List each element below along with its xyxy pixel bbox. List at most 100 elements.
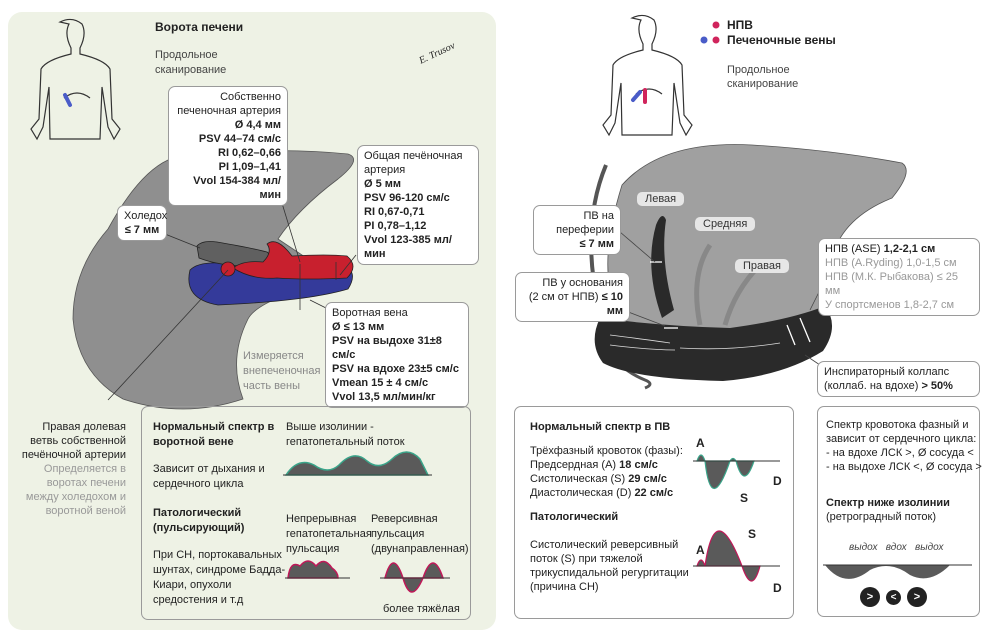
label: Общая печёночная xyxy=(364,150,463,162)
hepatic-vein-left xyxy=(651,216,674,318)
heading: Нормальный спектр в ПВ xyxy=(530,421,671,433)
value: Vvol 154-384 мл/мин xyxy=(193,175,281,201)
label: гепатопетальный поток xyxy=(286,436,405,448)
value: ≤ 10 мм xyxy=(601,291,623,317)
note-line: Измеряется xyxy=(243,350,304,362)
label: ПВ на переферии xyxy=(556,210,614,236)
measured-note: Измеряется внепеченочная часть вены xyxy=(243,349,320,394)
value: 1,2-2,1 см xyxy=(883,243,936,255)
reverse-pulsation-text: Реверсивная пульсация (двунаправленная) xyxy=(371,512,469,557)
heading: Нормальный спектр в xyxy=(153,421,275,433)
heading: Патологический xyxy=(530,511,619,523)
phase-value: 22 см/с xyxy=(634,487,674,499)
desc: Зависит от дыхания и xyxy=(153,463,265,475)
note-line: внепеченочная xyxy=(243,365,321,377)
continuous-pulsation-text: Непрерывная гепатопетальная пульсация xyxy=(286,512,372,557)
heading: воротной вене xyxy=(153,436,234,448)
desc: трикуспидальной регургитации xyxy=(530,567,689,579)
phase-label: Систолическая (S) xyxy=(530,473,626,485)
label: пульсация xyxy=(286,543,340,555)
legend-hepatic-veins: Печеночные вены xyxy=(727,33,836,47)
value: Ø ≤ 13 мм xyxy=(332,321,385,333)
hv-spectrum-box xyxy=(514,406,794,619)
value: PSV 44–74 см/с xyxy=(198,133,281,145)
normal-portal-waveform xyxy=(283,451,432,476)
phase: вдох xyxy=(885,542,907,553)
label: печёночной артерии xyxy=(21,449,126,461)
value: Vvol 13,5 мл/мин/кг xyxy=(332,391,436,403)
above-isoline-text: Выше изолинии - гепатопетальный поток xyxy=(286,420,405,450)
legend: НПВ Печеночные вены xyxy=(727,18,836,48)
ivc-diameter-box: НПВ (ASE) 1,2-2,1 см НПВ (A.Ryding) 1,0-… xyxy=(818,238,980,316)
wave-label-a: A xyxy=(696,543,705,557)
note: воротной веной xyxy=(45,505,126,517)
severe-label: более тяжёлая xyxy=(383,603,460,615)
note-line: часть вены xyxy=(243,380,300,392)
label: Правая долевая xyxy=(42,421,126,433)
desc: сердечного цикла xyxy=(153,478,244,490)
label: пульсация xyxy=(371,528,425,540)
phase: выдох xyxy=(915,542,944,553)
phase-value: 18 см/с xyxy=(619,459,658,471)
desc: Трёхфазный кровоток (фазы): xyxy=(530,445,683,457)
greater-sign-icon: > xyxy=(907,587,927,607)
respiration-phases: выдох вдох выдох xyxy=(849,542,943,553)
ivc-shape xyxy=(594,306,833,381)
legend-dots xyxy=(700,21,720,44)
probe-icon xyxy=(631,90,642,102)
value: Vmean 15 ± 4 см/с xyxy=(332,377,429,389)
phase-value: 29 см/с xyxy=(628,473,667,485)
ivc-spectrum-box xyxy=(817,406,980,617)
greater-sign-icon: > xyxy=(860,587,880,607)
scan-mode: Продольное сканирование xyxy=(727,63,798,91)
body-outline-icon xyxy=(602,14,693,137)
choledoch-box: Холедох ≤ 7 мм xyxy=(117,205,167,241)
ivc-spectrum-text: Спектр кровотока фазный и зависит от сер… xyxy=(826,418,982,524)
value: PI 1,09–1,41 xyxy=(218,161,281,173)
page-title-hilum: Ворота печени xyxy=(155,20,244,34)
scan-line: сканирование xyxy=(727,78,799,90)
phase-label: Диастолическая (D) xyxy=(530,487,632,499)
label: Собственно xyxy=(220,91,281,103)
note: У спортсменов 1,8-2,7 см xyxy=(825,299,955,311)
value: Vvol 123-385 мл/мин xyxy=(364,234,452,260)
collapse-box: Инспираторный коллапс (коллаб. на вдохе)… xyxy=(817,361,980,397)
scan-line: Продольное xyxy=(155,49,218,61)
value: RI 0,67-0,71 xyxy=(364,206,425,218)
note: Определяется в xyxy=(43,463,126,475)
probe-icon xyxy=(63,93,72,107)
desc: средостения и т.д xyxy=(153,594,244,606)
legend-ivc: НПВ xyxy=(727,18,753,32)
heading: Патологический xyxy=(153,507,242,519)
periphery-box: ПВ на переферии ≤ 7 мм xyxy=(533,205,621,255)
portal-vein-box: Воротная вена Ø ≤ 13 мм PSV на выдохе 31… xyxy=(325,302,469,408)
label: Непрерывная xyxy=(286,513,357,525)
body-outline-icon xyxy=(30,18,121,141)
heading: (пульсирующий) xyxy=(153,522,245,534)
normal-spectrum-text: Нормальный спектр в воротной вене Зависи… xyxy=(153,420,285,608)
label: гепатопетальная xyxy=(286,528,372,540)
comparison-signs: > < > xyxy=(860,587,927,607)
label: печеночная артерия xyxy=(177,105,281,117)
heading: Спектр ниже изолинии xyxy=(826,497,950,509)
phase-label: Предсердная (A) xyxy=(530,459,617,471)
reverse-pulsation-waveform xyxy=(380,562,450,593)
label: Выше изолинии - xyxy=(286,421,374,433)
desc: шунтах, синдроме Бадда- xyxy=(153,564,286,576)
note: воротах печени xyxy=(46,477,126,489)
wave-label-s: S xyxy=(740,491,749,505)
hv-pathologic-waveform xyxy=(693,530,780,582)
scan-line: Продольное xyxy=(727,64,790,76)
desc: (причина СН) xyxy=(530,581,599,593)
value: Ø 5 мм xyxy=(364,178,402,190)
note: НПВ (A.Ryding) 1,0-1,5 см xyxy=(825,257,957,269)
label: Холедох xyxy=(124,210,168,222)
value: RI 0,62–0,66 xyxy=(218,147,281,159)
label: Инспираторный коллапс xyxy=(824,366,950,378)
desc: При СН, портокавальных xyxy=(153,549,282,561)
hv-normal-waveform xyxy=(693,454,780,490)
desc: Спектр кровотока фазный и xyxy=(826,419,969,431)
wave-label-a: A xyxy=(696,436,705,450)
label: Реверсивная xyxy=(371,513,438,525)
phase: выдох xyxy=(849,542,878,553)
